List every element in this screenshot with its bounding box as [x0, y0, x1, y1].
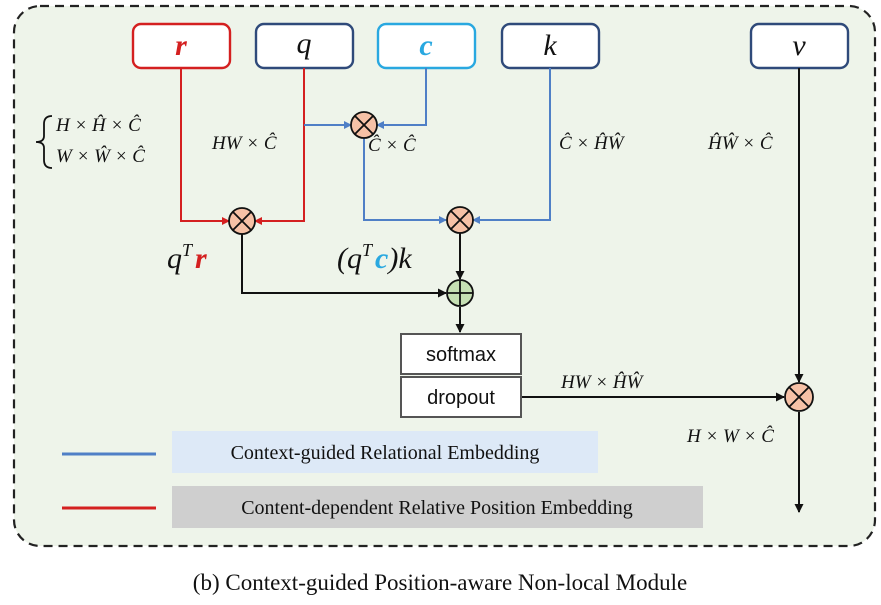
input-label-r: r — [175, 29, 187, 62]
dropout-label: dropout — [427, 387, 495, 409]
dim-r-top: H × Ĥ × Ĉ — [55, 114, 141, 136]
dim-q: HW × Ĉ — [211, 132, 277, 154]
multiply-node-qr — [228, 207, 256, 235]
dim-r-bottom: W × Ŵ × Ĉ — [56, 145, 145, 167]
softmax-label: softmax — [426, 344, 496, 366]
legend-red-label: Content-dependent Relative Position Embe… — [241, 497, 633, 519]
term-qtr-q: q — [167, 242, 182, 275]
term-qtck-close: )k — [386, 242, 412, 275]
legend-red-box — [172, 486, 703, 528]
softmax-box: softmax — [400, 333, 522, 375]
dim-out: H × W × Ĉ — [686, 425, 774, 447]
arrow-c-to-qc — [376, 68, 427, 129]
input-label-v: v — [792, 29, 806, 62]
multiply-node-qck — [446, 206, 474, 234]
dim-v: ĤŴ × Ĉ — [707, 132, 773, 154]
input-label-q: q — [297, 27, 312, 60]
input-box-v: v — [749, 22, 850, 70]
arrow-k-to-qck — [472, 68, 551, 224]
input-box-r: r — [131, 22, 232, 70]
dropout-box: dropout — [400, 376, 522, 418]
arrow-r-to-qr — [180, 68, 230, 225]
figure-caption: (b) Context-guided Position-aware Non-lo… — [193, 570, 687, 595]
add-node — [446, 279, 474, 307]
input-label-c: c — [419, 29, 432, 62]
input-box-k: k — [500, 22, 601, 70]
multiply-node-qc — [350, 111, 378, 139]
dim-k: Ĉ × ĤŴ — [559, 132, 626, 154]
legend-blue-label: Context-guided Relational Embedding — [231, 442, 540, 464]
input-box-c: c — [376, 22, 477, 70]
dims-brace — [35, 115, 53, 169]
module-panel — [12, 4, 877, 548]
multiply-node-output — [784, 382, 814, 412]
arrow-q-to-qr — [254, 68, 305, 225]
input-label-k: k — [543, 29, 557, 62]
term-qtck-open: (q — [337, 242, 362, 275]
dim-attn: HW × ĤŴ — [560, 371, 645, 393]
input-box-q: q — [254, 22, 355, 70]
arrow-qr-to-add — [241, 234, 447, 298]
legend-blue-box — [172, 431, 598, 473]
term-qtck-c: c — [375, 242, 388, 275]
term-qtr-T: T — [182, 240, 194, 260]
term-qtck-T: T — [362, 240, 374, 260]
dim-c: Ĉ × Ĉ — [368, 134, 416, 156]
term-qtr-r: r — [195, 242, 207, 275]
arrow-qc-to-qck — [363, 138, 447, 224]
